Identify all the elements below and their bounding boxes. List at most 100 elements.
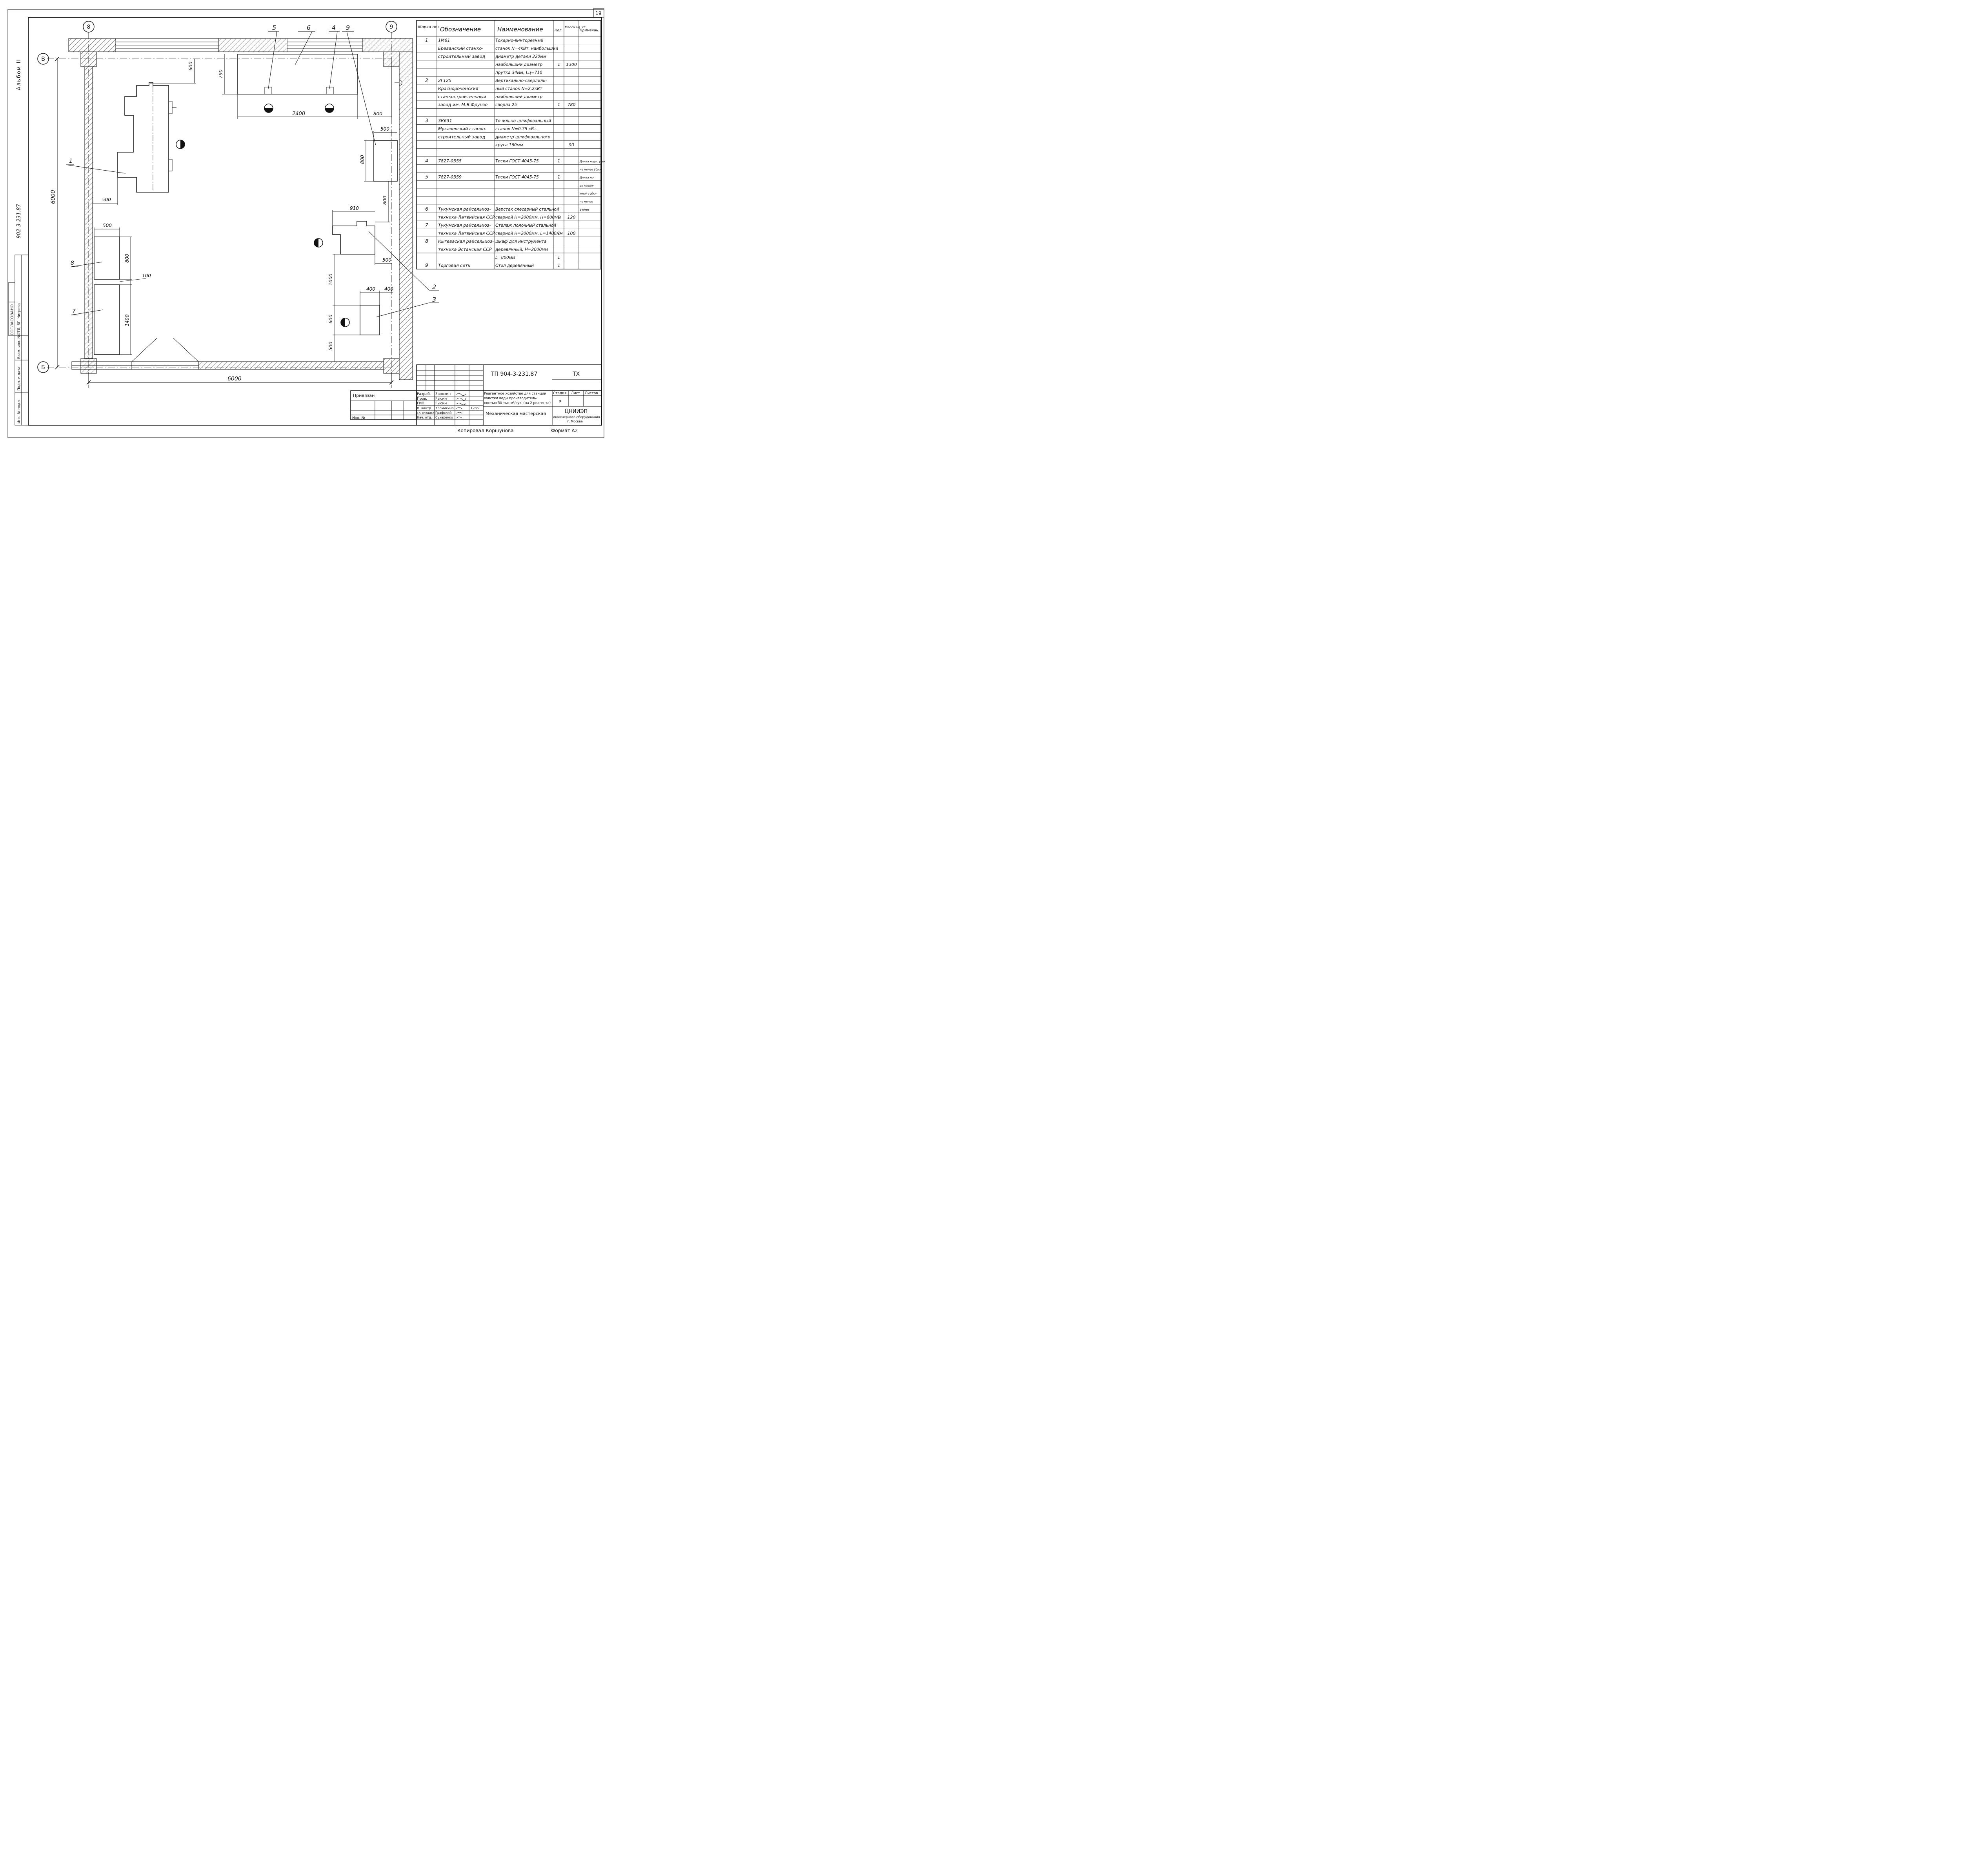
- spec-cell-name: Токарно-винторезный: [495, 38, 544, 43]
- position-2: 2: [432, 283, 436, 291]
- spec-cell-des: Мукачевский станко-: [438, 126, 486, 131]
- spec-cell-name: деревянный, Н=2000мм: [495, 247, 548, 252]
- tb-role-3: Н. контр.: [417, 406, 432, 410]
- spec-cell-mass: 780: [568, 102, 576, 107]
- position-1: 1: [69, 158, 73, 164]
- tb-stage-header: Стадия: [553, 391, 567, 395]
- spec-cell-mark: 3: [425, 118, 428, 124]
- tb-stage: Р: [558, 399, 561, 404]
- dim-800-rack: 800: [124, 254, 130, 263]
- spec-cell-name: прутка 34мм, Lц=710: [495, 71, 542, 75]
- spec-cell-note: не менее 60мм: [580, 168, 602, 171]
- worker-symbol: [176, 104, 350, 327]
- spec-header-note: Примечан.: [580, 29, 599, 33]
- drill-item-2: [332, 221, 375, 255]
- spec-cell-des: 2Г125: [438, 78, 451, 83]
- spec-cell-mark: 6: [425, 206, 428, 212]
- dim-100: 100: [142, 273, 151, 278]
- dim-1400: 1400: [124, 314, 130, 326]
- person-label: Чигрева: [17, 303, 21, 318]
- spec-cell-name: диаметр шлифовального: [495, 135, 550, 140]
- spec-cell-mark: 9: [425, 262, 428, 268]
- dim-500-bot: 500: [328, 342, 333, 351]
- spec-cell-mark: 8: [425, 238, 428, 244]
- side-stamp: СОГЛАСОВАНО ОТД. БГ Чигрева Инв. № подл.…: [8, 255, 29, 426]
- position-9: 9: [346, 24, 350, 31]
- tb-name-5: Сухаренко: [435, 416, 453, 419]
- spec-cell-name: шкаф для инструмента: [495, 239, 547, 244]
- spec-cell-des: 7827-0359: [438, 175, 462, 180]
- spec-header-name: Наименование: [497, 26, 543, 33]
- spec-header-qty: Кол.: [555, 29, 563, 33]
- tb-name-3: Хромихина: [435, 406, 454, 410]
- spec-cell-name: станок N=4кВт, наибольший: [495, 46, 558, 51]
- tb-mark-tx: ТХ: [572, 371, 580, 377]
- axis-bubble-v: [37, 53, 49, 65]
- spec-cell-des: Ереванский станко-: [438, 46, 483, 51]
- dimension-lines: [55, 54, 397, 385]
- agreed-label: СОГЛАСОВАНО: [10, 304, 15, 335]
- dim-500-wall: 500: [102, 197, 111, 202]
- dim-800-top: 800: [373, 111, 382, 116]
- axis-label-b: Б: [41, 364, 45, 371]
- spec-cell-mass: 1300: [566, 62, 577, 67]
- position-6: 6: [307, 24, 311, 31]
- spec-cell-name: Стелаж полочный стальной: [495, 223, 556, 228]
- spec-cell-des: станкостроительный: [438, 94, 486, 99]
- axis-label-8: 8: [87, 24, 91, 30]
- spec-cell-name: Точильно-шлифовальный: [495, 119, 551, 124]
- spec-cell-des: завод им. М.В.Фрунзе: [438, 102, 488, 107]
- spec-cell-des: Торговая сеть: [438, 263, 470, 268]
- dim-400b: 400: [384, 286, 393, 292]
- tb-org-2: инженерного оборудования: [553, 415, 600, 419]
- spec-cell-name: диаметр детали 320мм: [495, 55, 546, 59]
- tb-role-5: Нач. отд.: [417, 416, 432, 419]
- spec-table: Марка поз. Обозначение Наименование Кол.…: [416, 20, 606, 269]
- spec-header-mark: Марка поз.: [418, 25, 441, 29]
- dim-1000: 1000: [328, 273, 333, 286]
- tb-role-0: Разраб.: [417, 392, 431, 396]
- spec-cell-qty: 1: [558, 62, 560, 67]
- spec-cell-des: Тукумская райсельхоз-: [438, 207, 491, 212]
- spec-header-designation: Обозначение: [440, 26, 481, 33]
- spec-cell-name: Тиски ГОСТ 4045-75: [495, 175, 539, 180]
- tb-sheets-header: Листов: [585, 391, 598, 395]
- outer-frame: [7, 9, 604, 438]
- dim-800-cab: 800: [360, 155, 365, 164]
- spec-cell-name: круга 160мм: [495, 143, 523, 147]
- grinder-item-3: [360, 305, 380, 335]
- dim-400a: 400: [366, 286, 375, 292]
- position-4: 4: [332, 24, 336, 31]
- spec-cell-name: сварной Н=2000мм, Н=800мм: [495, 215, 561, 220]
- drawing-sheet: 19 Альбом II 902-3-231.87 СОГЛАСОВАНО ОТ…: [7, 8, 606, 438]
- dim-600-drill: 600: [328, 315, 333, 324]
- inv-repl-label: Взам. инв. №: [17, 335, 21, 359]
- format-label: Формат А2: [551, 428, 578, 433]
- lathe-item-1: [117, 82, 169, 193]
- dim-6000-bottom: 6000: [227, 376, 242, 382]
- tb-year: 1286: [471, 406, 478, 410]
- position-7: 7: [72, 308, 76, 315]
- vise-item-5: [264, 87, 272, 95]
- dim-790: 790: [218, 69, 224, 78]
- tb-name-4: Графский: [435, 411, 451, 415]
- album-label: Альбом II: [16, 59, 22, 90]
- axis-label-v: В: [41, 56, 45, 62]
- spec-cell-name: сварной Н=2000мм, L=1400мм: [495, 231, 563, 236]
- sign-date-label: Подп. и дата: [17, 367, 21, 391]
- spec-cell-name: ный станок N=2,2кВт: [495, 87, 543, 91]
- tb-project-title-3: ностью 50 тыс м³/сут. (на 2 реагента): [484, 401, 551, 405]
- spec-cell-des: Тукумская райсельхоз-: [438, 223, 491, 228]
- tb-project-title-1: Реагентное хозяйство для станции: [484, 392, 546, 396]
- dim-500-cab: 500: [380, 126, 389, 132]
- spec-cell-mass: 120: [568, 215, 576, 220]
- spec-cell-note: жной губки: [579, 192, 597, 195]
- spec-cell-name: станок N=0.75 кВт.: [495, 127, 538, 131]
- title-block: ТП 904-3-231.87 ТХ Разраб. Пров. ГИП Н. …: [350, 364, 602, 426]
- tb-name-1: Рысин: [435, 397, 447, 401]
- vise-item-4: [326, 87, 334, 95]
- spec-cell-mass: 100: [568, 231, 576, 236]
- axis-bubble-b: [37, 361, 49, 373]
- tb-name-2: Рысин: [435, 402, 447, 406]
- tb-role-1: Пров.: [417, 397, 427, 401]
